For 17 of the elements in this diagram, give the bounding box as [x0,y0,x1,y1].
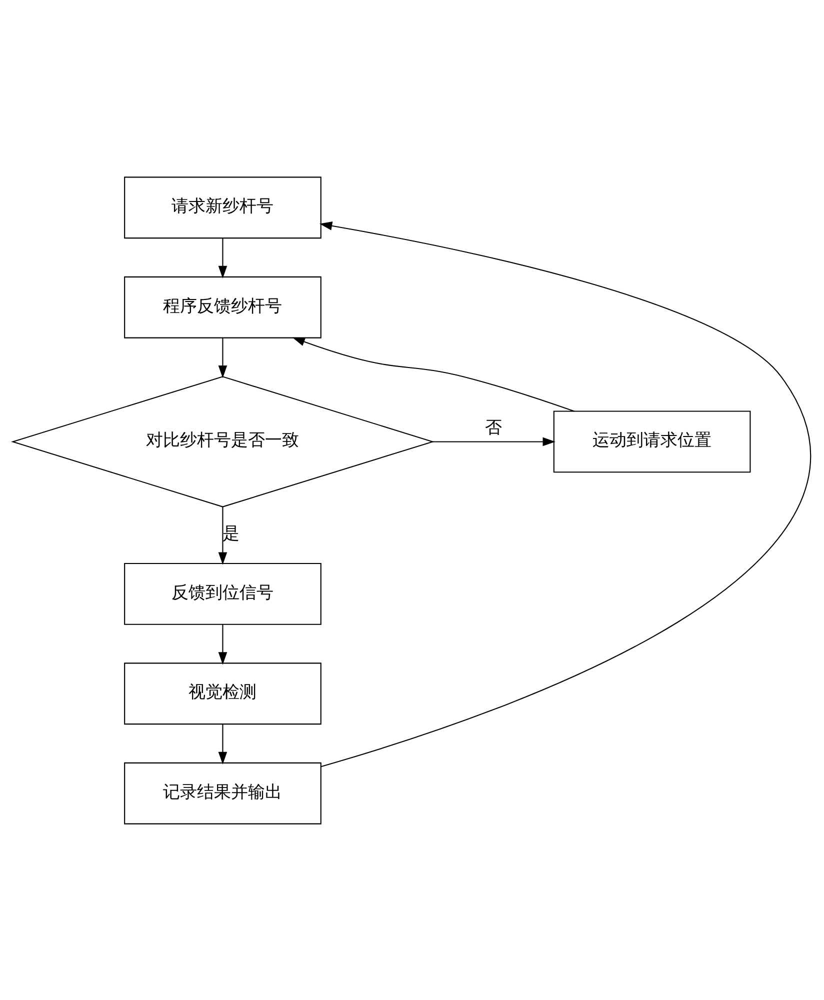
arrow [320,221,810,767]
arrow [218,506,228,564]
arrow [218,624,228,664]
arrow [432,436,556,446]
node-box: 程序反馈纱杆号 [124,276,322,338]
node-diamond: 对比纱杆号是否一致 [11,376,434,507]
edge-label: 是 [222,522,240,543]
arrow [218,724,228,764]
arrow [292,336,574,412]
arrow [218,338,228,378]
node-box: 视觉检测 [124,662,322,724]
node-box: 记录结果并输出 [124,762,322,824]
node-box: 运动到请求位置 [553,410,751,472]
edge-label: 否 [484,416,502,437]
node-box: 请求新纱杆号 [124,176,322,238]
arrow [218,238,228,278]
node-box: 反馈到位信号 [124,562,322,624]
